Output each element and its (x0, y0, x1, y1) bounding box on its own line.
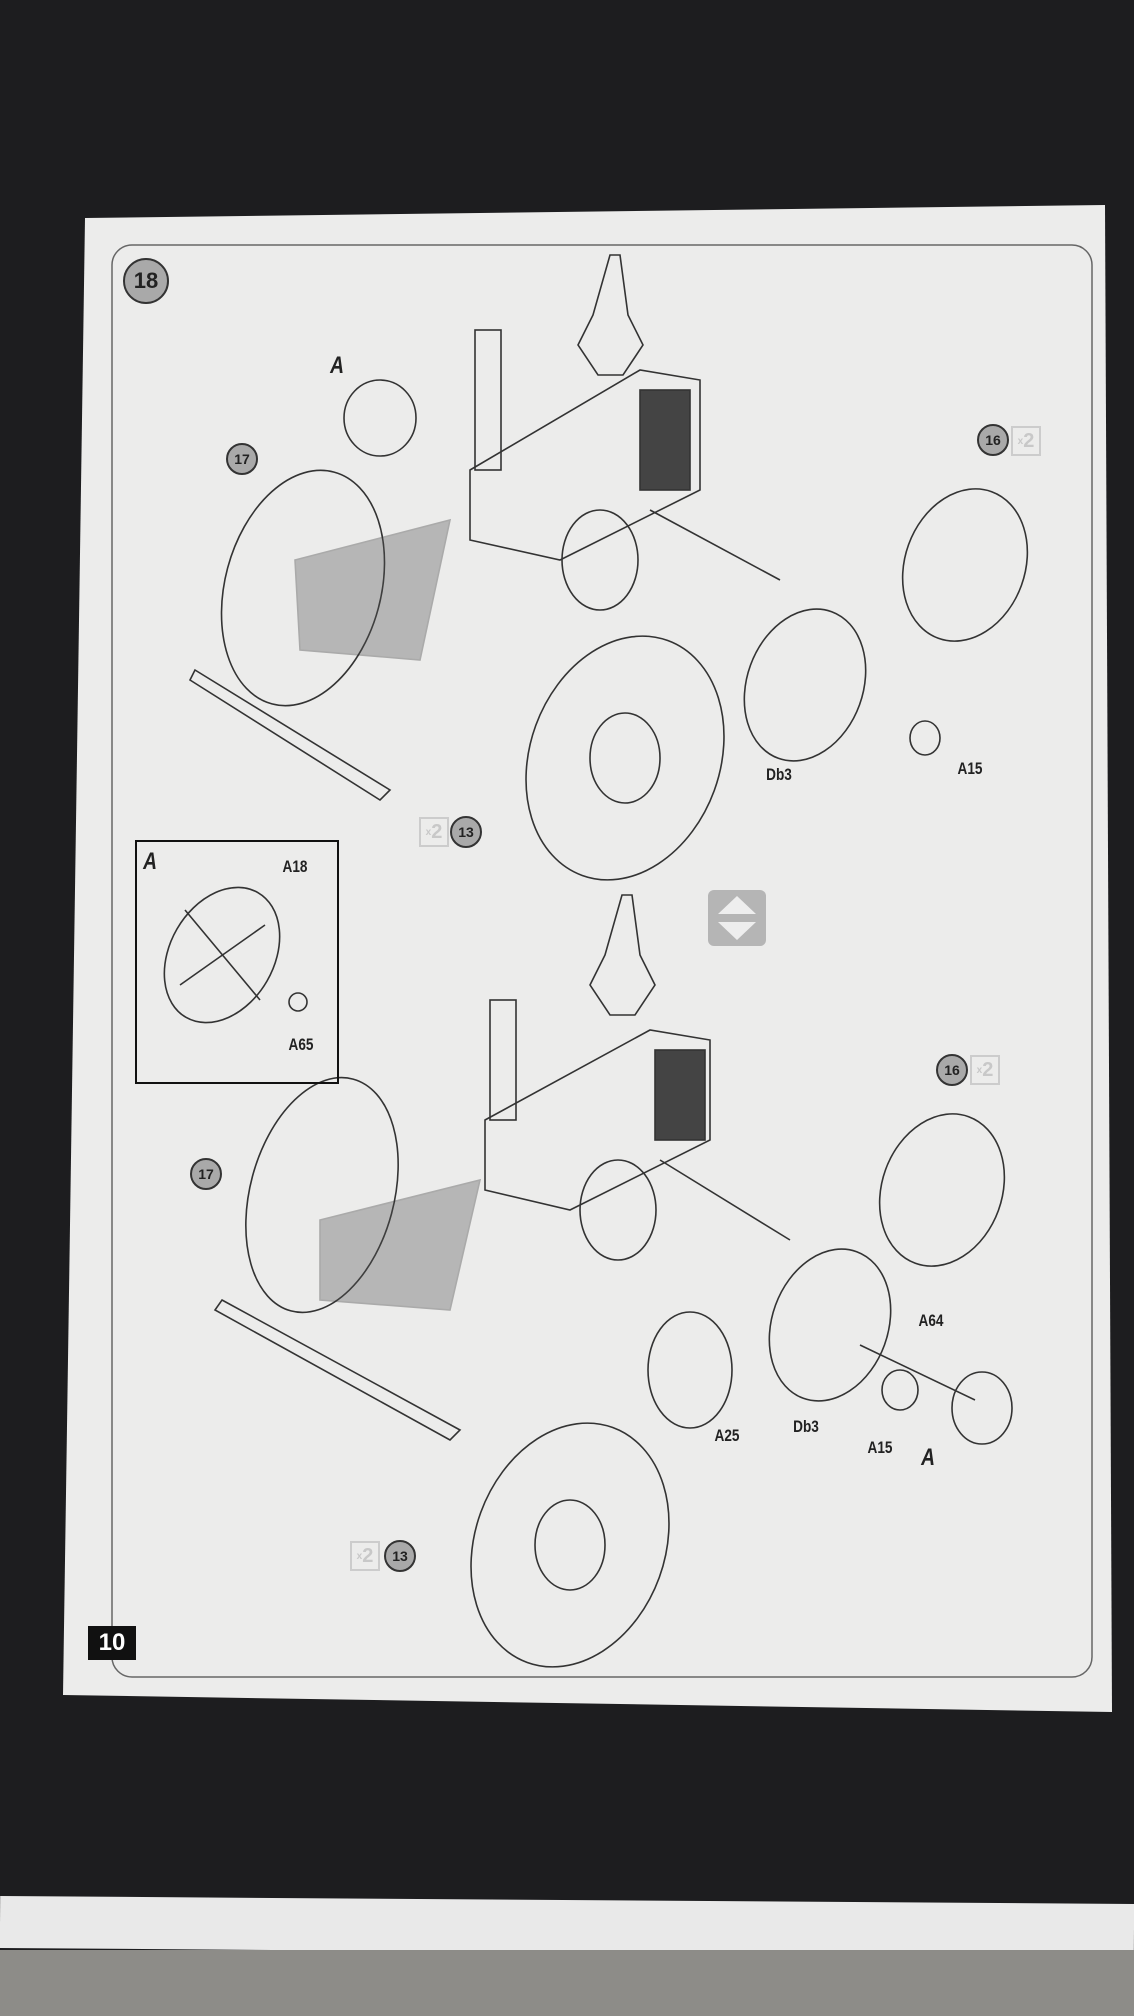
drawbar (188, 668, 392, 802)
part-16-badge: 16 (977, 424, 1009, 456)
page-number: 10 (88, 1626, 136, 1660)
front-wheel (901, 488, 1029, 642)
wheel-a25 (647, 1311, 733, 1429)
front-wheel (878, 1113, 1006, 1267)
paper-sheet (63, 205, 1112, 1712)
part-16-badge: 16 (936, 1054, 968, 1086)
rear-wheel-right (525, 635, 725, 881)
rear-wheel-left (245, 1076, 399, 1314)
front-axle-wheel (579, 1159, 657, 1261)
air-intake (589, 894, 656, 1016)
wheel-disc-db3 (743, 608, 867, 762)
part-a65-label: A65 (288, 1035, 314, 1054)
exhaust-stack (474, 329, 502, 471)
rear-wheel-left (220, 469, 386, 707)
part-13-badge: 13 (384, 1540, 416, 1572)
part-13-badge: 13 (450, 816, 482, 848)
front-axle-wheel (561, 509, 639, 611)
flip-over-icon (708, 890, 766, 946)
steering-wheel-a (951, 1371, 1013, 1445)
part-17-badge: 17 (190, 1158, 222, 1190)
front-axle (649, 509, 781, 581)
front-axle (659, 1159, 791, 1241)
floor-grate (319, 1178, 482, 1311)
step-number-badge: 18 (123, 258, 169, 304)
callout-a-label: A (330, 352, 344, 379)
tractor-drawing-top (188, 254, 1029, 881)
detail-a-box (135, 840, 339, 1084)
page-frame (111, 244, 1093, 1678)
floor-grate (294, 518, 452, 661)
radiator-grille (654, 1049, 706, 1141)
part-db3-label: Db3 (766, 765, 792, 784)
air-intake (577, 254, 644, 376)
radiator-grille (639, 389, 691, 491)
rear-wheel-right (470, 1422, 670, 1668)
part-a15-label: A15 (867, 1438, 893, 1457)
part-a18-label: A18 (282, 857, 308, 876)
hub-cap-a15 (881, 1369, 919, 1411)
detail-a-drawing (163, 886, 308, 1024)
wheel-hub (589, 712, 661, 804)
part-17-badge: 17 (226, 443, 258, 475)
hub-cap-a15 (909, 720, 941, 756)
part-a64-label: A64 (918, 1311, 944, 1330)
part-db3-label: Db3 (793, 1417, 819, 1436)
drawbar (213, 1298, 462, 1441)
wheel-disc-db3 (768, 1248, 892, 1402)
detail-a-title: A (143, 848, 157, 875)
part-a15-label: A15 (957, 759, 983, 778)
engine-hood (484, 1029, 711, 1211)
wheel-hub (534, 1499, 606, 1591)
steering-shaft-a64 (859, 1344, 976, 1401)
tractor-drawing-bottom (213, 894, 1013, 1668)
callout-a-label: A (921, 1444, 935, 1471)
exhaust-stack (489, 999, 517, 1121)
steering-wheel-a (343, 379, 417, 457)
part-a25-label: A25 (714, 1426, 740, 1445)
floor-background (0, 1950, 1134, 2016)
engine-hood (469, 369, 701, 561)
